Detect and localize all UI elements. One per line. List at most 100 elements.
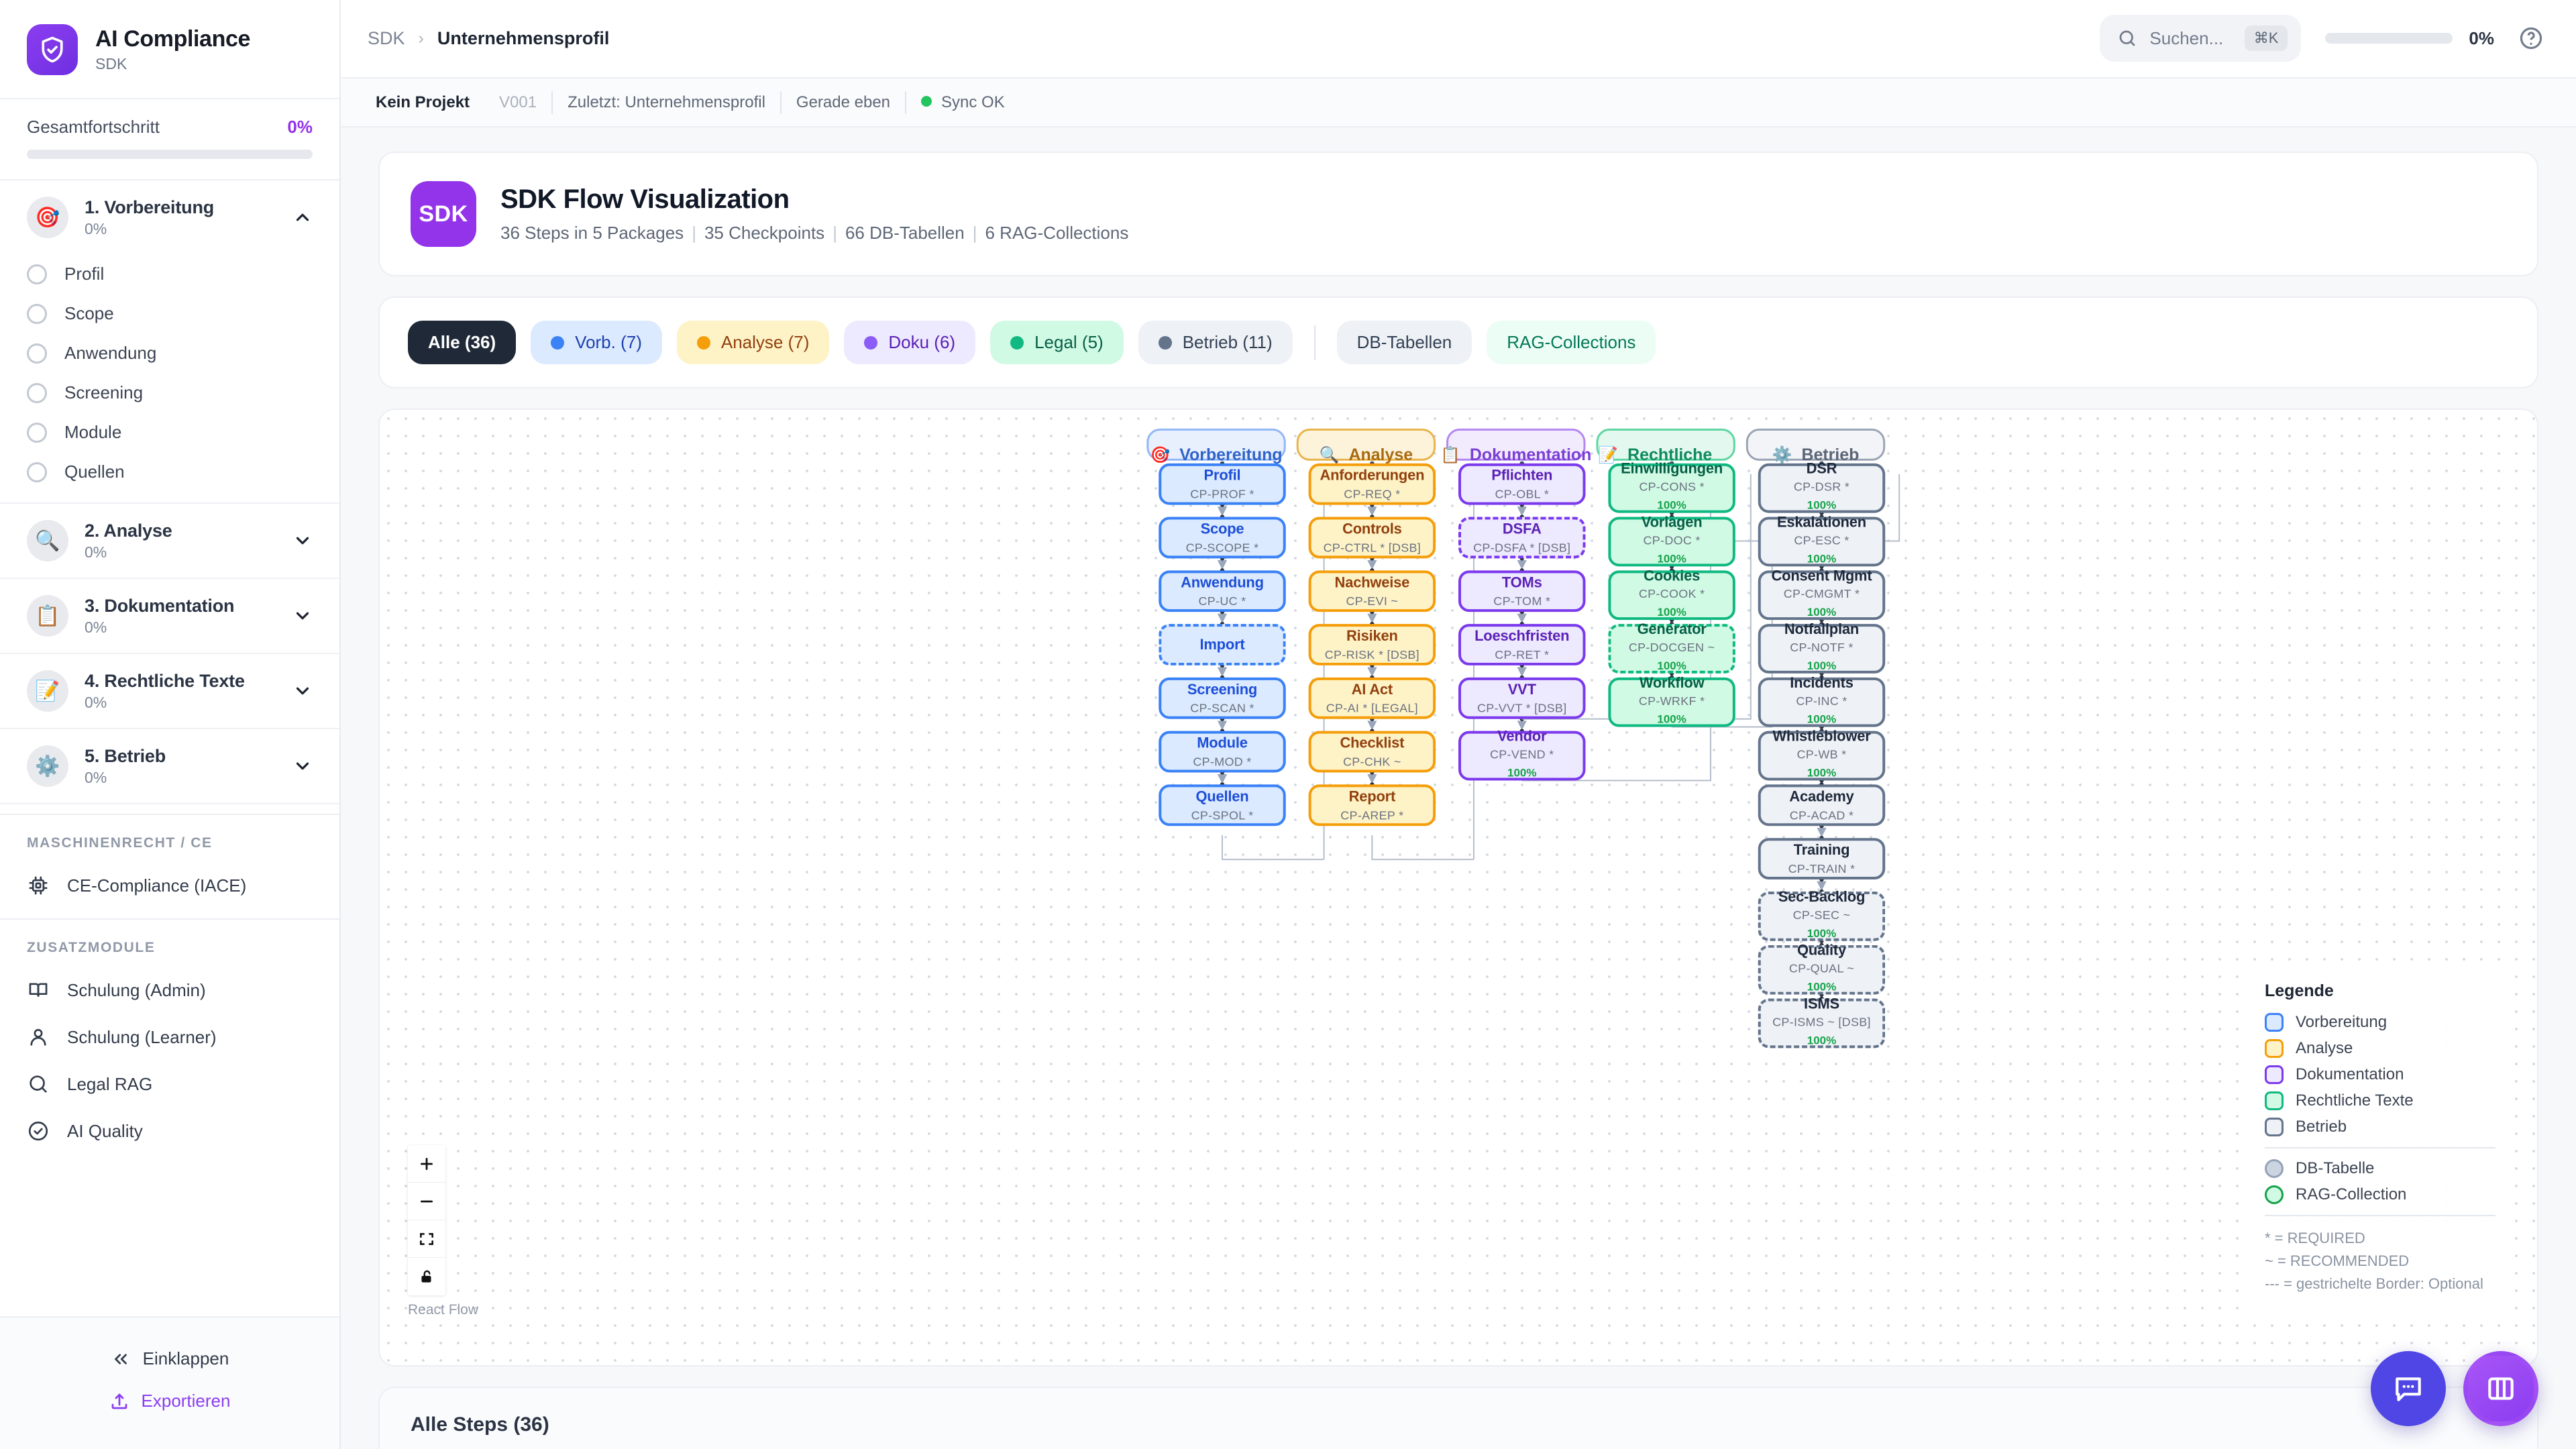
step-status-radio-icon[interactable] (27, 382, 47, 403)
step-status-radio-icon[interactable] (27, 422, 47, 443)
filter-chip-vorb-7[interactable]: Vorb. (7) (531, 321, 662, 365)
panel-fab[interactable] (2463, 1351, 2538, 1426)
help-circle-icon[interactable] (2518, 25, 2544, 51)
react-flow-attribution[interactable]: React Flow (408, 1302, 479, 1318)
search-input[interactable]: Suchen... ⌘K (2100, 15, 2302, 62)
sidebar-step-scope[interactable]: Scope (0, 294, 339, 333)
breadcrumb-root[interactable]: SDK (368, 28, 405, 48)
minus-icon (421, 1200, 433, 1203)
legend-note: --- = gestrichelte Border: Optional (2265, 1275, 2483, 1293)
filter-chip-legal-5[interactable]: Legal (5) (990, 321, 1124, 365)
flow-group-rechtliche-texte: 📝Rechtliche Texte (1596, 429, 1735, 484)
phase-emoji-icon: 📋 (27, 595, 68, 637)
node-title: Screening (1187, 681, 1258, 698)
sidebar-step-screening[interactable]: Screening (0, 373, 339, 413)
floating-actions (2371, 1351, 2538, 1426)
chevrons-left-icon (114, 1353, 127, 1364)
node-title: AI Act (1351, 681, 1393, 698)
step-status-radio-icon[interactable] (27, 303, 47, 324)
brand-header[interactable]: AI Compliance SDK (0, 0, 339, 99)
lock-toggle-button[interactable] (408, 1258, 445, 1296)
export-label: Exportieren (141, 1391, 231, 1411)
sidebar-item-ai-quality[interactable]: AI Quality (0, 1108, 339, 1155)
sidebar-item-legal-rag[interactable]: Legal RAG (0, 1061, 339, 1108)
flow-group-dokumentation: 📋Dokumentation (1440, 429, 1591, 464)
sidebar-item-schulung-admin[interactable]: Schulung (Admin) (0, 967, 339, 1014)
step-status-radio-icon[interactable] (27, 343, 47, 364)
flow-nodes-layer: 🎯Vorbereitung🔍Analyse📋Dokumentation📝Rech… (923, 410, 1994, 1365)
zoom-in-button[interactable] (408, 1145, 445, 1183)
node-title: Training (1793, 841, 1850, 859)
sidebar-item-ce-compliance-iace[interactable]: CE-Compliance (IACE) (0, 862, 339, 909)
hero-meta-item: 35 Checkpoints (704, 223, 825, 244)
filter-chip-doku-6[interactable]: Doku (6) (844, 321, 976, 365)
fit-view-button[interactable] (408, 1220, 445, 1258)
flow-node-import[interactable]: Import (1159, 624, 1286, 666)
sidebar-step-quellen[interactable]: Quellen (0, 452, 339, 492)
step-status-radio-icon[interactable] (27, 264, 47, 284)
filter-chip-alle-36[interactable]: Alle (36) (408, 321, 517, 365)
filter-chip-betrieb-11[interactable]: Betrieb (11) (1138, 321, 1293, 365)
filter-chip-db-tabellen[interactable]: DB-Tabellen (1336, 321, 1472, 365)
chat-fab[interactable] (2371, 1351, 2446, 1426)
zoom-out-button[interactable] (408, 1183, 445, 1221)
step-status-radio-icon[interactable] (27, 462, 47, 482)
brand-subtitle: SDK (95, 55, 127, 73)
filter-chip-analyse-7[interactable]: Analyse (7) (676, 321, 830, 365)
filter-chip-rag-collections[interactable]: RAG-Collections (1487, 321, 1656, 365)
sidebar-item-schulung-learner[interactable]: Schulung (Learner) (0, 1014, 339, 1061)
collapse-sidebar-button[interactable]: Einklappen (0, 1338, 339, 1380)
sidebar-step-module[interactable]: Module (0, 413, 339, 452)
sidebar-step-anwendung[interactable]: Anwendung (0, 333, 339, 373)
flow-canvas[interactable]: 🎯Vorbereitung🔍Analyse📋Dokumentation📝Rech… (378, 409, 2538, 1367)
legend-title: Legende (2265, 981, 2334, 1000)
sidebar-step-profil[interactable]: Profil (0, 254, 339, 294)
flow-group-vorbereitung: 🎯Vorbereitung (1146, 429, 1286, 464)
export-button[interactable]: Exportieren (0, 1380, 339, 1422)
legend-note: * = REQUIRED (2265, 1229, 2365, 1246)
search-placeholder: Suchen... (2149, 28, 2224, 48)
